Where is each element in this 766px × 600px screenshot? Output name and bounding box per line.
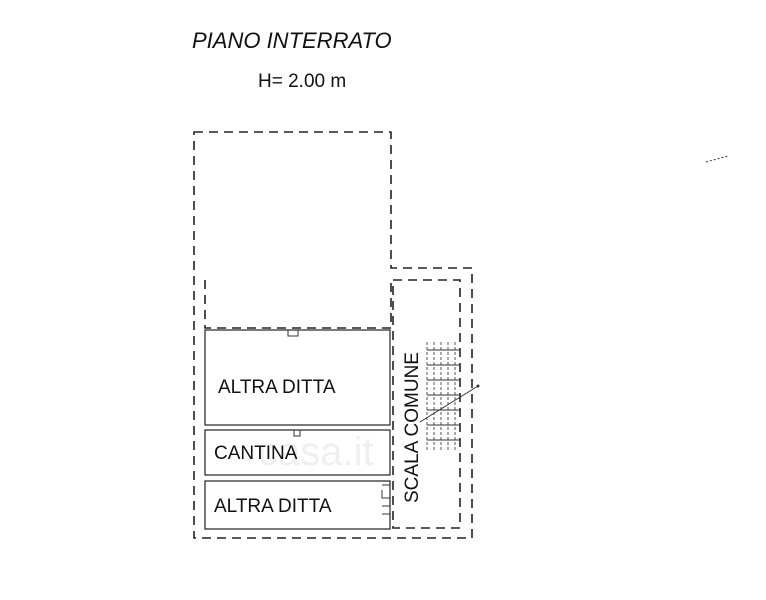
upper-area-outline bbox=[204, 280, 392, 329]
label-altra-ditta-top: ALTRA DITTA bbox=[218, 377, 336, 398]
plan-title: PIANO INTERRATO bbox=[192, 28, 392, 53]
watermark: casa.it bbox=[258, 430, 374, 474]
stairwell-outline bbox=[392, 279, 461, 529]
label-altra-ditta-bottom: ALTRA DITTA bbox=[214, 496, 332, 517]
door-detail-bottom bbox=[381, 484, 391, 515]
door-notch-cantina bbox=[293, 430, 301, 437]
stair-arrow bbox=[419, 385, 479, 423]
label-scala-comune: SCALA COMUNE bbox=[402, 352, 423, 503]
room-cantina bbox=[204, 429, 391, 476]
door-notch-top bbox=[287, 330, 299, 337]
height-note: H= 2.00 m bbox=[258, 71, 346, 92]
stray-mark bbox=[705, 155, 729, 163]
label-cantina: CANTINA bbox=[214, 443, 298, 464]
stair-treads bbox=[419, 342, 480, 450]
room-altra-ditta-bottom bbox=[204, 480, 391, 530]
outer-perimeter bbox=[193, 131, 473, 539]
